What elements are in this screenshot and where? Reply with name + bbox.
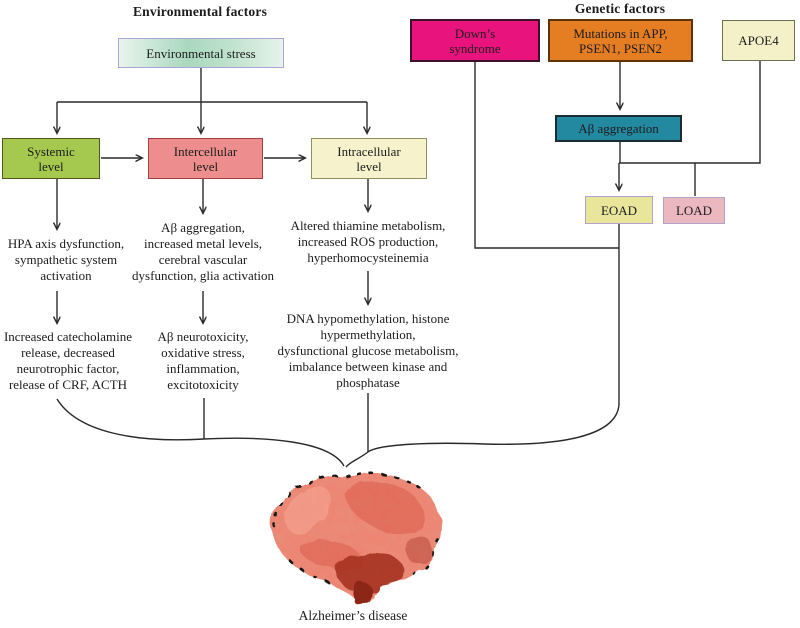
box-eoad: EOAD [585, 196, 653, 224]
brain-edge-speckles [273, 472, 440, 586]
alzheimers-disease-label: Alzheimer’s disease [298, 608, 408, 623]
box-environmental-stress: Environmental stress [118, 38, 284, 68]
text-intracellular-effects-1: Altered thiamine metabolism, increased R… [290, 218, 446, 265]
genetic-arrows [474, 61, 761, 405]
text-intercellular-effects-1: Aβ aggregation, increased metal levels, … [132, 220, 274, 283]
box-downs-syndrome: Down’s syndrome [410, 19, 540, 62]
environmental-arrows [57, 68, 367, 158]
box-abeta-aggregation: Aβ aggregation [555, 115, 682, 142]
environmental-factors-heading: Environmental factors [132, 4, 268, 19]
text-systemic-effects-2: Increased catecholamine release, decreas… [3, 329, 133, 392]
box-systemic-level: Systemic level [2, 138, 100, 179]
box-intracellular-level: Intracellular level [311, 138, 427, 179]
brain-image [271, 472, 442, 607]
text-intercellular-effects-2: Aβ neurotoxicity, oxidative stress, infl… [157, 329, 249, 392]
genetic-factors-heading: Genetic factors [574, 1, 666, 16]
box-mutations-app-psen: Mutations in APP, PSEN1, PSEN2 [548, 19, 693, 62]
box-apoe4: APOE4 [722, 20, 795, 61]
text-systemic-effects-1: HPA axis dysfunction, sympathetic system… [7, 236, 125, 283]
box-intercellular-level: Intercellular level [148, 138, 263, 179]
text-intracellular-effects-2: DNA hypomethylation, histone hypermethyl… [277, 311, 459, 390]
convergence-curves [56, 393, 620, 468]
box-load: LOAD [663, 197, 725, 224]
column-arrows [57, 179, 368, 323]
